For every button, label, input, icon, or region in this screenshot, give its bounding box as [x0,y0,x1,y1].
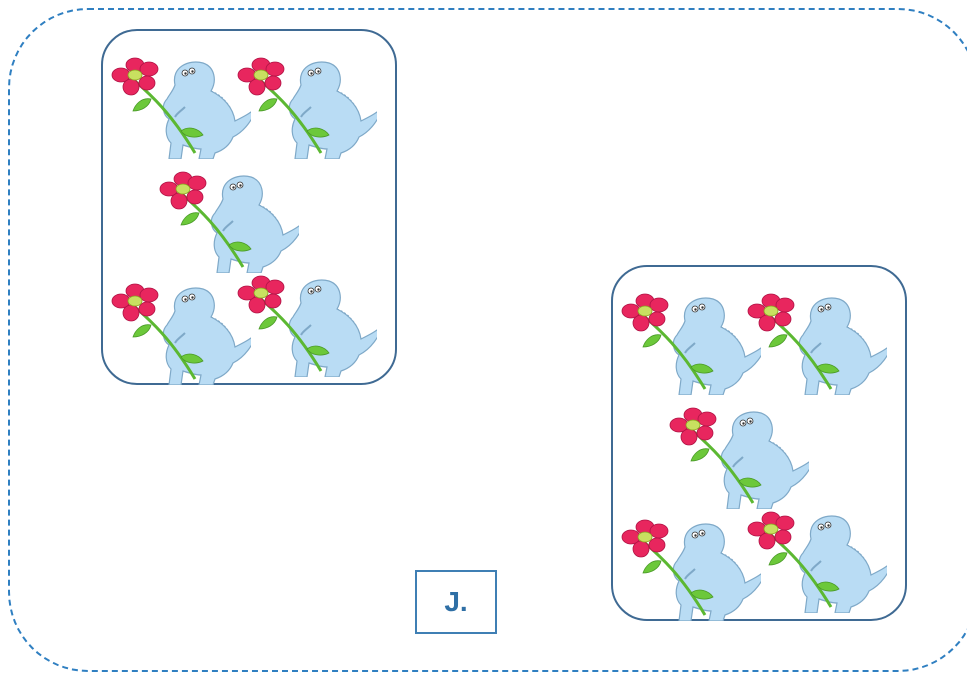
card-label-box: J. [415,570,497,634]
dinosaur-with-flower-icon [159,169,299,273]
outer-dashed-frame [8,8,967,672]
dinosaur-with-flower-icon [747,509,887,613]
dinosaur-with-flower-icon [237,55,377,159]
group-right [611,265,907,621]
group-left [101,29,397,385]
card-label: J. [444,586,468,617]
dinosaur-with-flower-icon [747,291,887,395]
dinosaur-with-flower-icon [111,55,251,159]
dinosaur-with-flower-icon [669,405,809,509]
dinosaur-with-flower-icon [621,517,761,621]
dinosaur-with-flower-icon [111,281,251,385]
dinosaur-with-flower-icon [237,273,377,377]
dinosaur-with-flower-icon [621,291,761,395]
